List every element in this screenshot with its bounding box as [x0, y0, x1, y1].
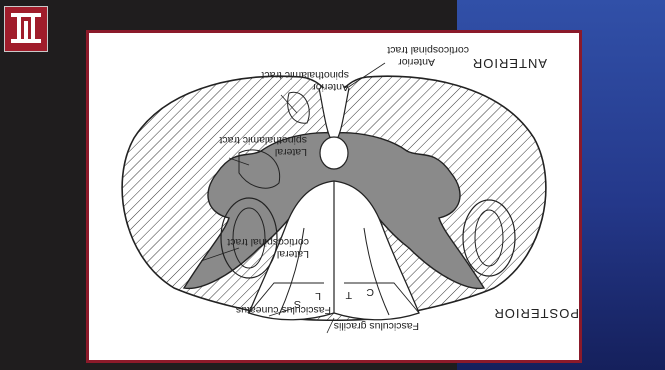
spinal-cord-cross-section: ANTERIOR POSTERIOR Anterior corticospina… [89, 33, 579, 360]
letter-c: C [366, 286, 374, 298]
label-lat-spino-1: Lateral [275, 146, 307, 158]
label-posterior: POSTERIOR [493, 306, 579, 321]
label-cuneatus: Fasciculus cuneatus [236, 304, 331, 316]
label-ant-spino-2: spinothalamic tract [261, 69, 349, 81]
letter-s: S [294, 298, 301, 310]
label-anterior: ANTERIOR [472, 56, 547, 71]
label-ant-cortico-1: Anterior [398, 56, 435, 68]
label-ant-spino-1: Anterior [312, 81, 349, 93]
label-gracilis: Fasciculus gracilis [334, 320, 419, 332]
temple-logo-icon [4, 6, 48, 52]
label-lat-spino-2: spinothalamic tract [219, 134, 307, 146]
spinal-cord-diagram-slide: ANTERIOR POSTERIOR Anterior corticospina… [86, 30, 582, 363]
letter-t: T [345, 289, 352, 301]
label-ant-cortico-2: corticospinal tract [387, 44, 469, 56]
label-lat-cortico-1: Lateral [277, 248, 309, 260]
letter-l: L [315, 290, 321, 302]
label-lat-cortico-2: corticospinal tract [227, 236, 309, 248]
